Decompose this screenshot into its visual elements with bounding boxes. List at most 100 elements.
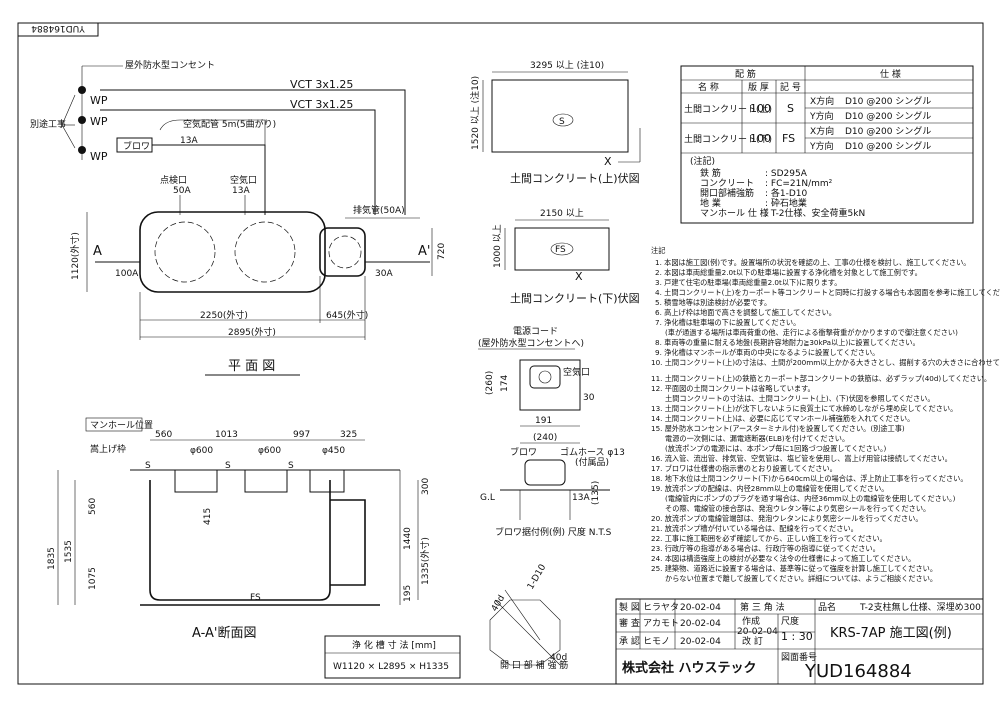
tank-outline: [139, 211, 326, 293]
row-thickness: 100: [750, 132, 771, 145]
row-x-direction: X方向: [810, 95, 834, 107]
manhole-position-label: マンホール位置: [90, 419, 153, 431]
slab-mark-s: S: [225, 461, 231, 471]
row-y-direction: Y方向: [809, 110, 834, 122]
axis-x-label: X: [575, 270, 583, 283]
dim-325: 325: [340, 430, 357, 440]
air-port-size: 13A: [232, 186, 250, 196]
blower-body: [529, 365, 561, 389]
note-item: 6. 高上げ枠は地面で高さを調整して施工してください。: [655, 308, 836, 317]
notes-title: (注記): [690, 155, 715, 167]
dim-30: 30: [583, 393, 595, 403]
notes-heading: 注記: [651, 246, 665, 255]
note-item: 11. 土間コンクリート(上)の鉄筋とカーポート部コンクリートの鉄筋は、必ずラッ…: [651, 374, 991, 383]
hose-accessory-label: (付属品): [575, 457, 609, 468]
approver-date: 20-02-04: [680, 637, 721, 647]
slab-top-dim-depth: 1520 以上 (注10): [469, 76, 481, 150]
opening-shape: [489, 599, 561, 666]
dim-1440: 1440: [403, 527, 413, 550]
approver-role: 承 認: [619, 635, 640, 647]
outlet-pipe-label: 30A: [375, 269, 393, 279]
dim-1835: 1835: [47, 547, 57, 570]
vct-cable-2: [100, 109, 376, 215]
outlet-icon: [78, 146, 86, 154]
dim-195: 195: [403, 585, 413, 602]
pump-tank-outline: [319, 227, 366, 277]
manhole-dia-3: φ450: [322, 446, 345, 456]
slab-bottom-rect: [514, 227, 610, 271]
tank-size-title: 浄 化 槽 寸 法 [mm]: [352, 639, 436, 651]
blower-detail: 電源コード (屋外防水型コンセントへ) 空気口 (260) 174 30 191…: [478, 326, 625, 538]
pipe-13a-label: 13A: [572, 493, 590, 503]
tank-section: [149, 480, 331, 601]
note-item: 9. 浄化槽はマンホールが車両の中央になるように設置してください。: [655, 348, 879, 357]
revision-label-2: 改 訂: [742, 635, 763, 647]
dim-560-vertical: 560: [88, 498, 98, 515]
checker-role: 審 査: [619, 617, 640, 629]
dim-997: 997: [293, 430, 310, 440]
blower-label: ブロワ: [510, 446, 537, 458]
air-port-label: 空気口: [230, 174, 257, 186]
slab-top-view: S 3295 以上 (注10) 1520 以上 (注10) X 土間コンクリート…: [469, 59, 641, 185]
vent-pipe-label: 排気管(50A): [353, 204, 405, 216]
slab-bottom-mark: FS: [555, 245, 566, 255]
hose-label: ゴムホース φ13: [560, 446, 625, 458]
note-key: マンホール 仕 様: [700, 207, 769, 219]
row-x-value: D10 @200 シングル: [845, 125, 931, 137]
drawing-number: YUD164884: [804, 661, 912, 682]
dim-191: 191: [535, 416, 552, 426]
dim-1535: 1535: [64, 540, 74, 563]
manhole-dia-2: φ600: [258, 446, 281, 456]
inspection-port-label: 点検口: [160, 174, 187, 186]
checker-name: アカモト: [643, 618, 679, 629]
dim-560: 560: [155, 430, 172, 440]
note-item: 4. 土間コンクリート(上)をカーポート等コンクリートと同時に打設する場合も本図…: [655, 288, 1000, 297]
section-view: マンホール位置 嵩上げ枠 560 1013 997 325 φ600 φ600 …: [47, 417, 461, 679]
note-key: 地 業: [700, 197, 721, 209]
raise-frame-label: 嵩上げ枠: [90, 443, 126, 455]
note-item: からない位置まで離して設置してください。詳細については、ようご相談ください。: [665, 574, 937, 583]
note-key: 鉄 筋: [700, 167, 721, 179]
dim-1013: 1013: [215, 430, 238, 440]
blower-detail-title: ブロワ据付例(例) 尺度 N.T.S: [495, 526, 612, 538]
dim-1120: 1120(外寸): [69, 232, 81, 280]
projection-method: 第 三 角 法: [740, 601, 785, 613]
outlet-label: (屋外防水型コンセントへ): [478, 337, 584, 349]
note-item: 10. 土間コンクリート(上)の寸法は、土間が200mm以上かかる大きさとし、掘…: [651, 358, 1000, 367]
inspection-port-size: 50A: [173, 186, 191, 196]
dim-720: 720: [437, 243, 447, 260]
note-item: 20. 放流ポンプの電線管端部は、発泡ウレタンにより気密シールを行ってください。: [651, 514, 923, 523]
dim-240: (240): [533, 433, 557, 443]
col-name: 名 称: [698, 81, 719, 93]
manhole-dia-1: φ600: [190, 446, 213, 456]
spec-title: 仕 様: [880, 68, 901, 80]
company-name: 株式会社 ハウステック: [622, 660, 757, 676]
separate-work-label: 別途工事: [30, 118, 66, 130]
note-item: その際、電線管の接合部は、発泡ウレタン等により気密シールを行ってください。: [665, 504, 930, 513]
row-x-value: D10 @200 シングル: [845, 95, 931, 107]
note-item: (放流ポンプの電源には、本ポンプ毎に1回路づつ設置してください。): [665, 444, 887, 453]
ground-level-label: G.L: [480, 493, 495, 503]
rebar-table: 配 筋 仕 様 名 称 版 厚 記 号 土間コンクリート(上) 100 S X方…: [680, 65, 974, 224]
corner-number-box: YUD164884: [17, 22, 99, 37]
row-thickness: 100: [750, 102, 771, 115]
plan-view: 屋外防水型コンセント WP WP WP 別途工事 VCT 3x1.25 VCT …: [30, 59, 447, 376]
inlet-pipe-label: 100A: [115, 269, 139, 279]
note-key: コンクリート: [700, 178, 754, 189]
note-item: 1. 本図は施工図(例)です。設置場所の状況を確認の上、工事の仕様を検討し、施工…: [655, 258, 970, 267]
note-item: 17. ブロワは仕様書の指示書のとおり設置してください。: [651, 464, 837, 473]
opening-reinforcement: 40d 40d 1-D10 開 口 部 補 強 筋: [489, 563, 568, 671]
note-item: 21. 放流ポンプ槽が付いている場合は、配線を行ってください。: [651, 524, 858, 533]
note-item: 7. 浄化槽は駐車場の下に設置してください。: [655, 318, 800, 327]
pipe-13a-label: 13A: [180, 136, 198, 146]
slab-mark-s: S: [145, 461, 151, 471]
vct-label-2: VCT 3x1.25: [290, 98, 353, 111]
lap-40d-a: 40d: [490, 594, 507, 614]
note-item: 22. 工事に施工範囲を必ず確認してから、正しい施工を行ってください。: [651, 534, 887, 543]
slab-top-title: 土間コンクリート(上)伏図: [510, 171, 640, 185]
row-y-direction: Y方向: [809, 140, 834, 152]
dim-2895: 2895(外寸): [228, 326, 276, 338]
vct-label-1: VCT 3x1.25: [290, 78, 353, 91]
slab-top-rect: [491, 79, 629, 153]
